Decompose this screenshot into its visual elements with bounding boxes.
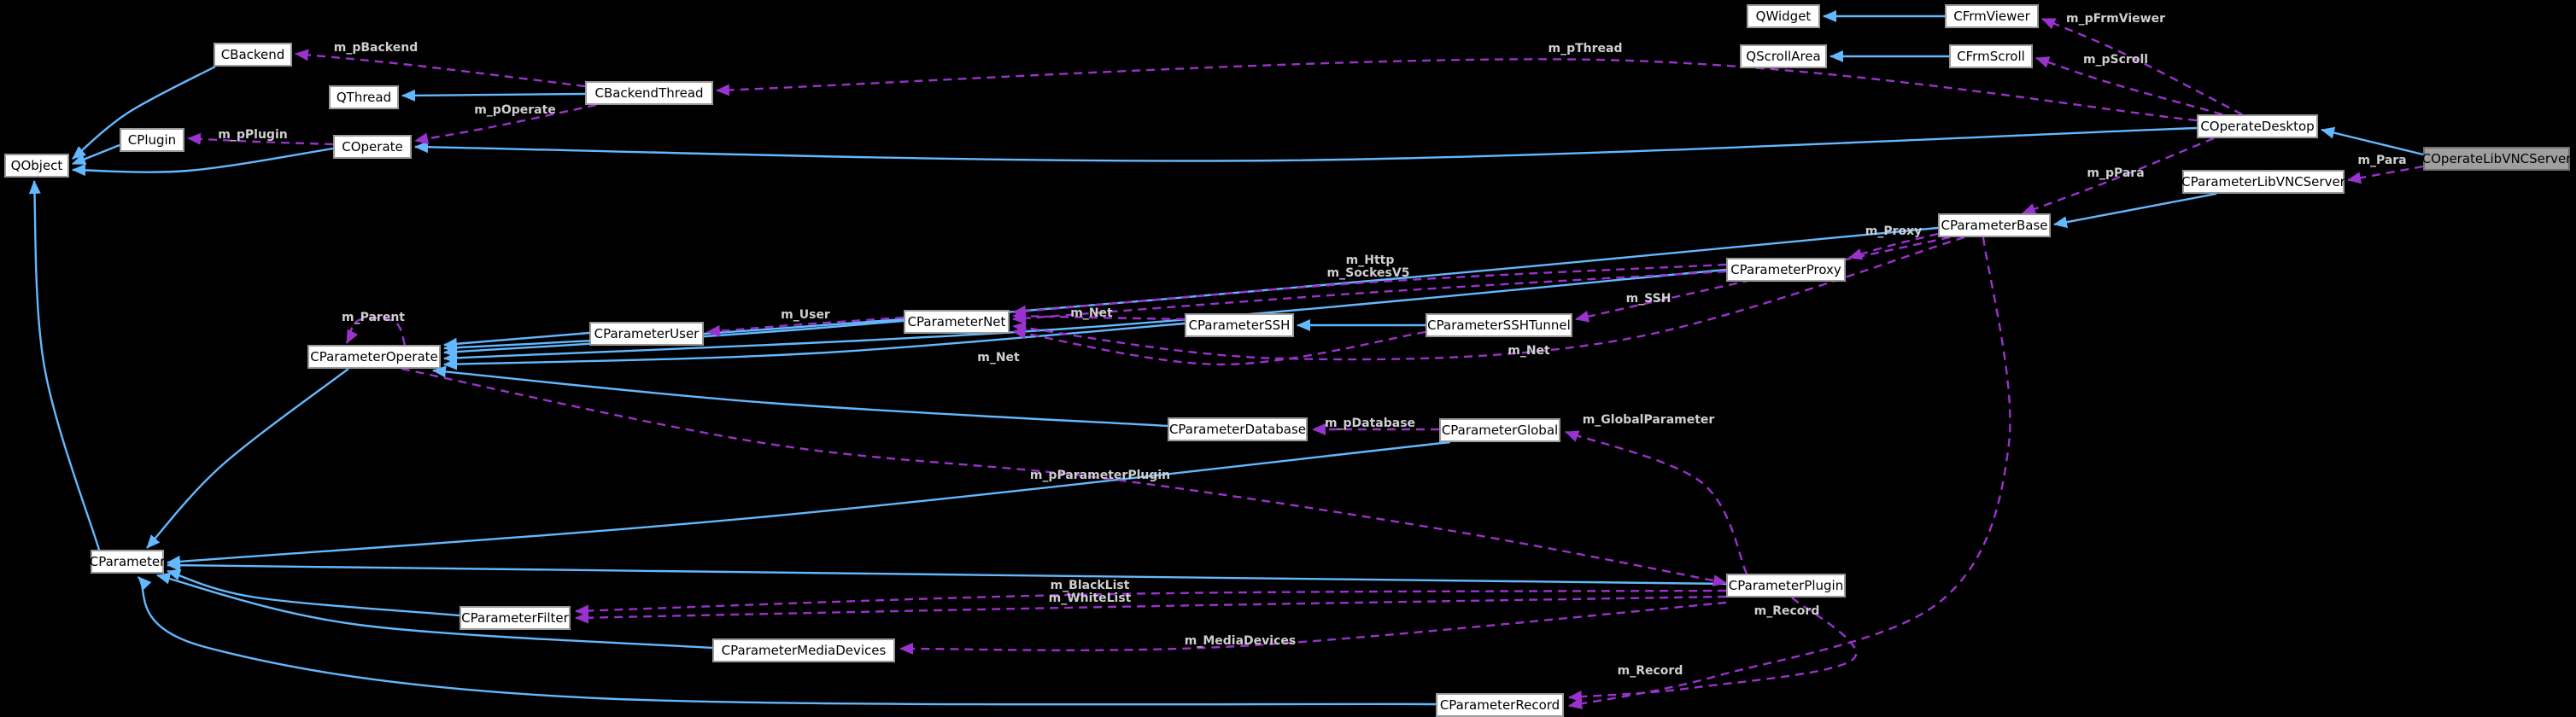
edge-CPlugin-to-QObject: [72, 143, 120, 166]
edge-CParameterOperate-to-CParameterPlugin: [401, 367, 1727, 587]
class-node-COperateDesktop[interactable]: COperateDesktop: [2197, 114, 2318, 138]
edge-CParameterBase-to-CParameterProxy: [1848, 232, 1939, 260]
edge-CParameterPlugin-to-CParameterFilter: [575, 589, 1727, 617]
edge-CBackendThread-to-CBackend: [295, 49, 586, 88]
edge-label-m_Net: m_Net: [1070, 306, 1113, 320]
class-node-CParameterDatabase[interactable]: CParameterDatabase: [1168, 417, 1308, 441]
edge-CParameterGlobal-to-CParameter: [167, 440, 1451, 568]
edge-CParameterPlugin-to-CParameterGlobal: [1565, 430, 1748, 574]
edge-label-m_Net: m_Net: [977, 351, 1020, 364]
edge-label-m_Proxy: m_Proxy: [1865, 224, 1923, 238]
class-node-QScrollArea[interactable]: QScrollArea: [1740, 44, 1827, 68]
edge-label-m_pParameterPlugin: m_pParameterPlugin: [1029, 469, 1171, 482]
edge-label-m_WhiteList: m_WhiteList: [1048, 592, 1132, 605]
edge-CBackendThread-to-QThread: [401, 89, 586, 102]
edge-label-m_pBackend: m_pBackend: [333, 41, 419, 55]
edge-label-m_SSH: m_SSH: [1625, 292, 1671, 306]
edge-CParameterSSH-to-CParameterNet: [1012, 310, 1186, 323]
edge-CParameterLibVNCServer-to-CParameterBase: [2053, 192, 2217, 229]
edge-CParameterBase-to-CParameterNet: [1012, 236, 1965, 361]
edge-label-m_SockesV5: m_SockesV5: [1326, 266, 1410, 280]
edge-CParameterDatabase-to-CParameterOperate: [432, 365, 1168, 428]
edge-label-m_User: m_User: [781, 308, 830, 322]
edge-COperate-to-CPlugin: [187, 132, 334, 146]
class-node-CBackendThread[interactable]: CBackendThread: [585, 81, 713, 105]
edge-CParameterFilter-to-CParameter: [167, 568, 460, 617]
edge-CParameter-to-QObject: [28, 180, 101, 551]
edge-CParameterSSHTunnel-to-CParameterNet: [1012, 327, 1426, 366]
edge-CParameterOperate-to-CParameterOperate: [345, 317, 407, 346]
edge-CParameterNet-to-CParameterUser: [706, 316, 905, 337]
edge-CParameterProxy-to-CParameterNet: [1012, 270, 1727, 324]
class-node-CParameterSSH[interactable]: CParameterSSH: [1185, 313, 1294, 337]
edge-label-m_pOperate: m_pOperate: [474, 103, 556, 117]
class-node-CParameterGlobal[interactable]: CParameterGlobal: [1439, 418, 1560, 442]
edge-COperate-to-QObject: [72, 147, 334, 177]
edge-label-m_Record: m_Record: [1753, 604, 1820, 618]
edge-label-m_MediaDevices: m_MediaDevices: [1184, 634, 1297, 648]
edge-label-m_GlobalParameter: m_GlobalParameter: [1582, 413, 1715, 427]
class-node-QWidget[interactable]: QWidget: [1747, 4, 1820, 28]
class-node-COperate[interactable]: COperate: [333, 135, 412, 159]
edge-CParameterPlugin-to-CParameterRecord: [1568, 597, 1858, 702]
edge-label-m_pPlugin: m_pPlugin: [218, 128, 288, 142]
edge-CParameterSSH-to-CParameterOperate: [443, 322, 1186, 370]
class-node-CFrmViewer[interactable]: CFrmViewer: [1945, 4, 2039, 28]
edge-CBackend-to-QObject: [72, 65, 216, 160]
edge-COperateDesktop-to-COperate: [414, 126, 2198, 162]
edge-label-m_Parent: m_Parent: [342, 311, 405, 324]
class-node-CParameterLibVNCServer[interactable]: CParameterLibVNCServer: [2181, 170, 2345, 194]
class-node-CParameter[interactable]: CParameter: [90, 550, 165, 574]
class-node-CParameterMediaDevices[interactable]: CParameterMediaDevices: [712, 638, 895, 662]
edge-CBackendThread-to-COperate: [414, 103, 597, 145]
edge-COperateDesktop-to-CBackendThread: [716, 58, 2198, 122]
edge-CParameterProxy-to-CParameterOperate: [443, 268, 1727, 364]
edge-CParameterPlugin-to-CParameterFilter: [575, 595, 1727, 624]
edge-label-m_pFrmViewer: m_pFrmViewer: [2066, 12, 2165, 26]
class-node-CParameterProxy[interactable]: CParameterProxy: [1726, 258, 1846, 282]
class-node-COperateLibVNCServer: COperateLibVNCServer: [2422, 147, 2571, 171]
class-node-CFrmScroll[interactable]: CFrmScroll: [1949, 44, 2033, 68]
edge-COperateLibVNCServer-to-COperateDesktop: [2321, 126, 2424, 156]
edge-COperateLibVNCServer-to-CParameterLibVNCServer: [2347, 165, 2424, 184]
class-node-CParameterFilter[interactable]: CParameterFilter: [460, 606, 571, 630]
edge-label-m_pScroll: m_pScroll: [2082, 53, 2149, 67]
class-node-CBackend[interactable]: CBackend: [214, 43, 292, 67]
edge-CParameterProxy-to-CParameterNet: [1012, 263, 1727, 318]
edge-label-m_Http: m_Http: [1345, 254, 1395, 267]
edge-COperateDesktop-to-CFrmViewer: [2041, 17, 2243, 116]
edge-label-m_pDatabase: m_pDatabase: [1324, 417, 1416, 430]
edge-CParameterRecord-to-CParameter: [138, 576, 1437, 706]
class-node-CParameterNet[interactable]: CParameterNet: [904, 310, 1010, 334]
edge-label-m_pThread: m_pThread: [1548, 42, 1623, 55]
edge-CParameterPlugin-to-CParameter: [167, 559, 1727, 586]
class-node-CParameterSSHTunnel[interactable]: CParameterSSHTunnel: [1426, 313, 1572, 337]
edge-label-m_Record: m_Record: [1617, 664, 1683, 678]
edge-COperateDesktop-to-CFrmScroll: [2035, 56, 2223, 116]
edge-label-m_BlackList: m_BlackList: [1050, 579, 1130, 592]
class-node-QObject[interactable]: QObject: [4, 154, 69, 178]
edge-CParameterMediaDevices-to-CParameter: [156, 572, 713, 650]
class-node-CParameterPlugin[interactable]: CParameterPlugin: [1726, 574, 1846, 598]
class-node-CParameterOperate[interactable]: CParameterOperate: [307, 345, 441, 369]
edge-label-m_Net: m_Net: [1508, 344, 1550, 358]
class-node-CPlugin[interactable]: CPlugin: [120, 128, 184, 152]
edge-CParameterPlugin-to-CParameterMediaDevices: [899, 601, 1727, 655]
edge-label-m_pPara: m_pPara: [2087, 166, 2145, 180]
edge-CParameterOperate-to-CParameter: [146, 368, 349, 549]
edge-CParameterBase-to-CParameterRecord: [1568, 236, 2011, 709]
class-node-CParameterUser[interactable]: CParameterUser: [589, 322, 704, 346]
class-node-CParameterBase[interactable]: CParameterBase: [1938, 213, 2051, 237]
edge-label-m_Para: m_Para: [2357, 154, 2407, 167]
class-node-QThread[interactable]: QThread: [329, 85, 399, 109]
class-node-CParameterRecord[interactable]: CParameterRecord: [1436, 693, 1564, 717]
edge-CParameterUser-to-CParameterOperate: [443, 331, 590, 350]
